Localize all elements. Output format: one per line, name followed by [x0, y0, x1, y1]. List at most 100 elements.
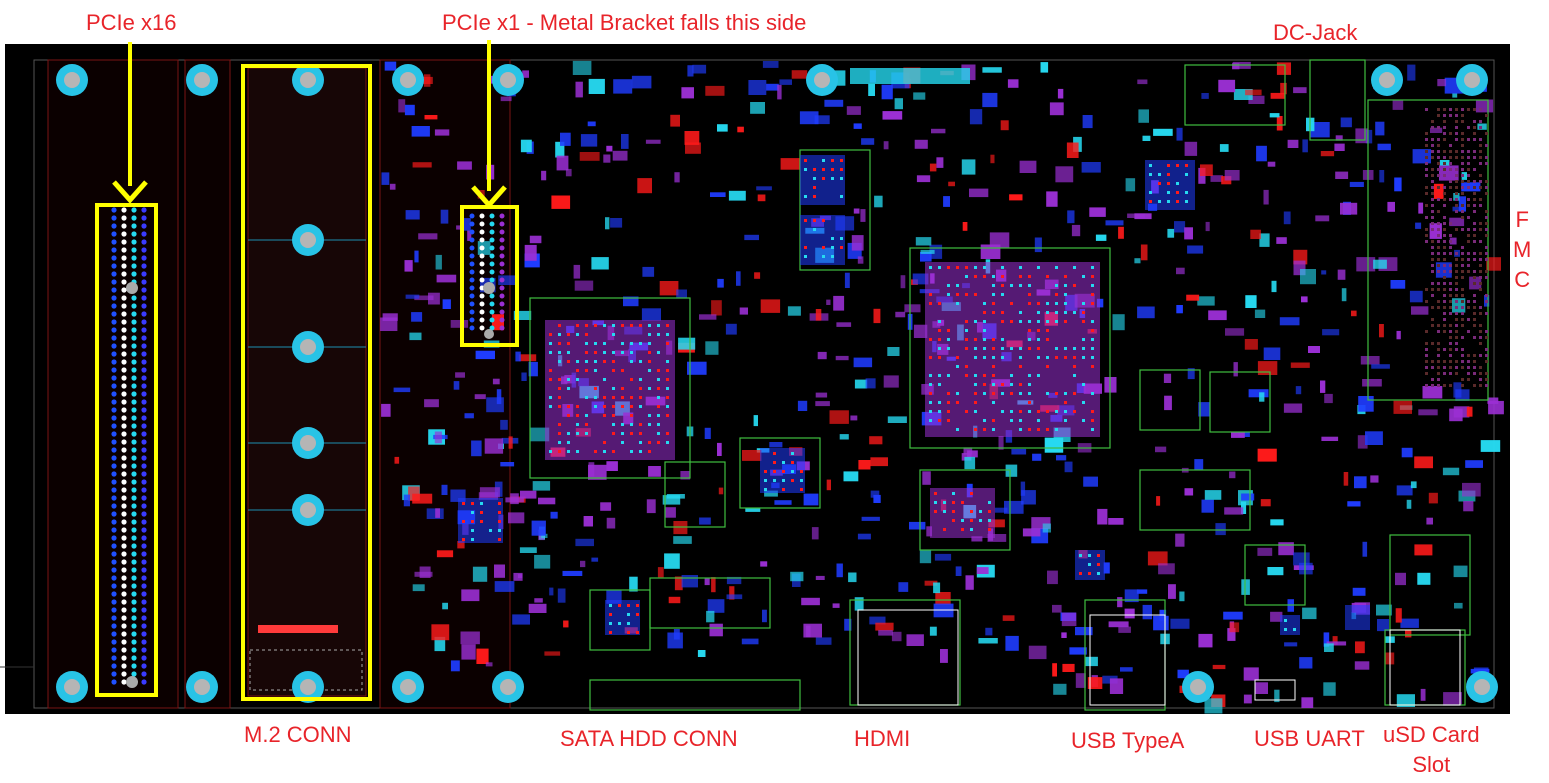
ic-pin: [558, 432, 561, 435]
ic-pin: [648, 450, 651, 453]
ic-pin: [938, 338, 941, 341]
fmc-pin: [1479, 228, 1482, 231]
ic-pin: [1037, 338, 1040, 341]
fmc-pin: [1461, 306, 1464, 309]
ic-pin: [648, 333, 651, 336]
ic-pin: [1037, 302, 1040, 305]
fmc-pin: [1479, 258, 1482, 261]
pcie-x16-pin: [141, 287, 147, 293]
ic-pin: [938, 410, 941, 413]
smd-pad: [1138, 109, 1149, 123]
fmc-pin: [1461, 294, 1464, 297]
fmc-pin: [1461, 246, 1464, 249]
smd-pad: [1371, 364, 1390, 369]
smd-pad: [836, 563, 843, 578]
fmc-pin: [1473, 234, 1476, 237]
ic-pin: [603, 342, 606, 345]
fmc-pin: [1449, 162, 1452, 165]
smd-pad: [692, 64, 707, 74]
fmc-pin: [1449, 312, 1452, 315]
smd-pad: [1046, 191, 1058, 207]
pcie-x1-pin: [479, 277, 485, 283]
smd-pad: [1293, 87, 1307, 94]
smd-pad: [412, 493, 433, 504]
ic-pin: [639, 423, 642, 426]
fmc-pin: [1479, 144, 1482, 147]
ic-pin: [956, 293, 959, 296]
m2-conn-highlight: [241, 64, 372, 701]
ic-pin: [1037, 347, 1040, 350]
smd-pad: [549, 587, 554, 596]
smd-pad: [453, 381, 460, 390]
smd-pad: [929, 626, 937, 636]
pcie-x1-pin: [489, 293, 495, 299]
smd-pad: [857, 256, 864, 264]
ic-pin: [639, 405, 642, 408]
fmc-pin: [1479, 252, 1482, 255]
mounting-hole-center: [300, 435, 316, 451]
pcie-x16-pin: [121, 535, 127, 541]
ic-pin: [929, 419, 932, 422]
smd-pad: [920, 249, 935, 254]
fmc-pin: [1467, 258, 1470, 261]
ic-pin: [1088, 572, 1091, 575]
smd-pad: [1142, 604, 1152, 620]
fmc-pin: [1437, 108, 1440, 111]
pcie-x1-pin: [469, 309, 475, 315]
pcie-x16-pin: [121, 439, 127, 445]
ic-pin: [1091, 329, 1094, 332]
smd-pad: [919, 550, 932, 564]
smd-pad: [1270, 92, 1286, 99]
fmc-pin: [1479, 186, 1482, 189]
smd-pad: [717, 442, 722, 456]
ic-pin: [800, 479, 803, 482]
pcie-x16-pin: [131, 407, 137, 413]
ic-pin: [1055, 347, 1058, 350]
pcie-x16-pin: [111, 567, 117, 573]
smd-pad: [520, 139, 532, 153]
smd-pad: [1176, 305, 1183, 314]
pcie-x16-pin: [111, 631, 117, 637]
pcie-x1-pin: [479, 269, 485, 275]
fmc-pin: [1473, 222, 1476, 225]
mounting-hole-center: [300, 679, 316, 695]
fmc-pin: [1431, 126, 1434, 129]
mounting-hole-center: [400, 72, 416, 88]
smd-pad: [1201, 93, 1209, 99]
pcie-x16-pin: [111, 671, 117, 677]
ic-pin: [934, 510, 937, 513]
smd-pad: [1458, 196, 1466, 212]
ic-pin: [800, 470, 803, 473]
fmc-pin: [1449, 288, 1452, 291]
ic-pin: [612, 387, 615, 390]
fmc-pin: [1449, 222, 1452, 225]
fmc-pin: [1455, 372, 1458, 375]
ic-pin: [603, 396, 606, 399]
smd-pad: [1324, 643, 1334, 652]
smd-pad: [678, 337, 696, 350]
smd-pad: [1417, 572, 1431, 585]
ic-pin: [947, 329, 950, 332]
smd-pad: [428, 292, 440, 305]
fmc-pin: [1455, 276, 1458, 279]
fmc-pin: [1431, 144, 1434, 147]
ic-pin: [929, 356, 932, 359]
fmc-pin: [1473, 276, 1476, 279]
ic-pin: [1055, 356, 1058, 359]
pcie-x16-pin: [111, 535, 117, 541]
smd-pad: [681, 575, 698, 588]
smd-pad: [494, 564, 505, 578]
pcie-x16-pin: [131, 655, 137, 661]
ic-pin: [1046, 320, 1049, 323]
ic-pin: [1082, 320, 1085, 323]
smd-pad: [964, 456, 976, 470]
pcie-x16-pin: [121, 407, 127, 413]
mounting-hole-center: [400, 679, 416, 695]
smd-pad: [1394, 177, 1402, 192]
ic-pin: [831, 159, 834, 162]
smd-pad: [1194, 459, 1204, 471]
ic-pin: [567, 432, 570, 435]
smd-pad: [1335, 171, 1349, 179]
ic-pin: [576, 360, 579, 363]
smd-pad: [404, 104, 415, 116]
